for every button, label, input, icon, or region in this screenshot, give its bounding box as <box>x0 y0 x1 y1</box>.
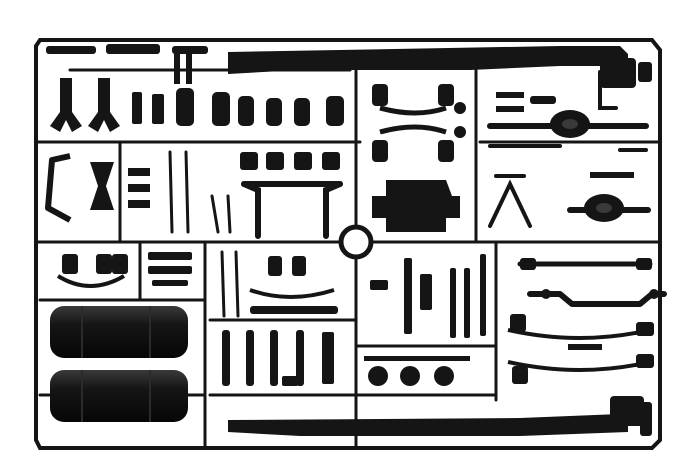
leaf-springs-right <box>507 314 654 384</box>
hub-parts-lower <box>364 356 470 386</box>
sprue-frame <box>34 38 662 450</box>
shock-absorbers-row <box>132 54 344 126</box>
spring-assembly-center-lower <box>249 256 338 314</box>
chassis-rail-bottom <box>228 396 652 436</box>
spring-shackles-left <box>56 254 128 288</box>
rods-upper-right <box>488 70 648 152</box>
linkage-rods <box>168 150 240 318</box>
crossmember-center <box>241 181 343 239</box>
brackets-center-column <box>370 254 486 338</box>
small-brackets-top-left <box>46 44 208 54</box>
steering-linkage-upper <box>372 84 466 162</box>
brackets-center-left <box>148 252 192 286</box>
sprue-gate-ring <box>338 224 374 260</box>
spring-shackles-center <box>240 152 340 170</box>
fuel-tank-upper <box>50 306 188 358</box>
sprue-runners <box>36 68 660 448</box>
fuel-tank-lower <box>50 370 188 422</box>
rear-axle-upper <box>487 92 649 138</box>
axle-beam-right <box>527 289 667 307</box>
frame-crossmember-left <box>45 153 72 223</box>
a-frame-rods <box>488 174 532 228</box>
chassis-rail-top <box>228 46 652 88</box>
drive-shaft-upper-right <box>517 258 653 270</box>
brake-levers-lower <box>222 330 334 386</box>
spring-bracket-left <box>90 162 150 210</box>
engine-mount-block <box>372 180 460 232</box>
rear-axle-lower <box>567 172 651 222</box>
spring-hangers <box>50 78 120 132</box>
